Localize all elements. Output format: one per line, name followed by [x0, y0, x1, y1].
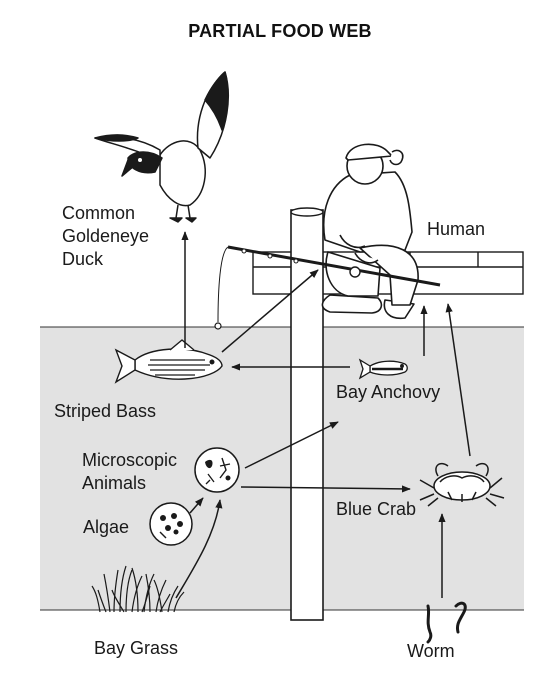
- arrow-microscopic-to-anchovy: [244, 421, 339, 469]
- worm-icon: [426, 601, 467, 644]
- bay-anchovy-icon: [358, 358, 408, 380]
- label-duck-line3: Duck: [62, 249, 104, 269]
- label-microscopic-line1: Microscopic: [82, 450, 178, 470]
- algae-icon: [149, 502, 193, 546]
- label-human: Human: [427, 219, 486, 239]
- arrow-bass-to-human: [221, 269, 319, 353]
- label-bay-grass: Bay Grass: [94, 638, 179, 658]
- label-duck-line1: Common: [62, 203, 136, 223]
- fishing-rod: [214, 245, 441, 330]
- label-algae: Algae: [83, 517, 130, 537]
- arrow-algae-to-microscopic: [189, 497, 204, 514]
- blue-crab-icon: [419, 462, 505, 507]
- microscopic-animals-icon: [194, 447, 240, 493]
- pier-post-top: [290, 207, 324, 217]
- label-bay-anchovy: Bay Anchovy: [336, 382, 441, 402]
- label-microscopic-animals: Microscopic Animals: [82, 449, 177, 495]
- label-duck: Common Goldeneye Duck: [62, 202, 149, 271]
- label-blue-crab: Blue Crab: [336, 499, 417, 519]
- striped-bass-icon: [114, 339, 223, 384]
- food-web-arrows: [175, 231, 471, 599]
- label-striped-bass: Striped Bass: [54, 401, 157, 421]
- bay-grass-icon: [91, 565, 185, 613]
- pier-post: [290, 209, 324, 621]
- label-microscopic-line2: Animals: [82, 473, 147, 493]
- label-worm: Worm: [407, 641, 455, 661]
- arrow-grass-to-microscopic: [175, 499, 223, 599]
- arrow-microscopic-to-crab: [240, 485, 411, 493]
- label-duck-line2: Goldeneye: [62, 226, 150, 246]
- arrow-crab-to-human: [445, 303, 471, 457]
- human-fisherman: [321, 143, 419, 320]
- duck-icon: [94, 71, 229, 223]
- diagram-title: PARTIAL FOOD WEB: [188, 21, 372, 41]
